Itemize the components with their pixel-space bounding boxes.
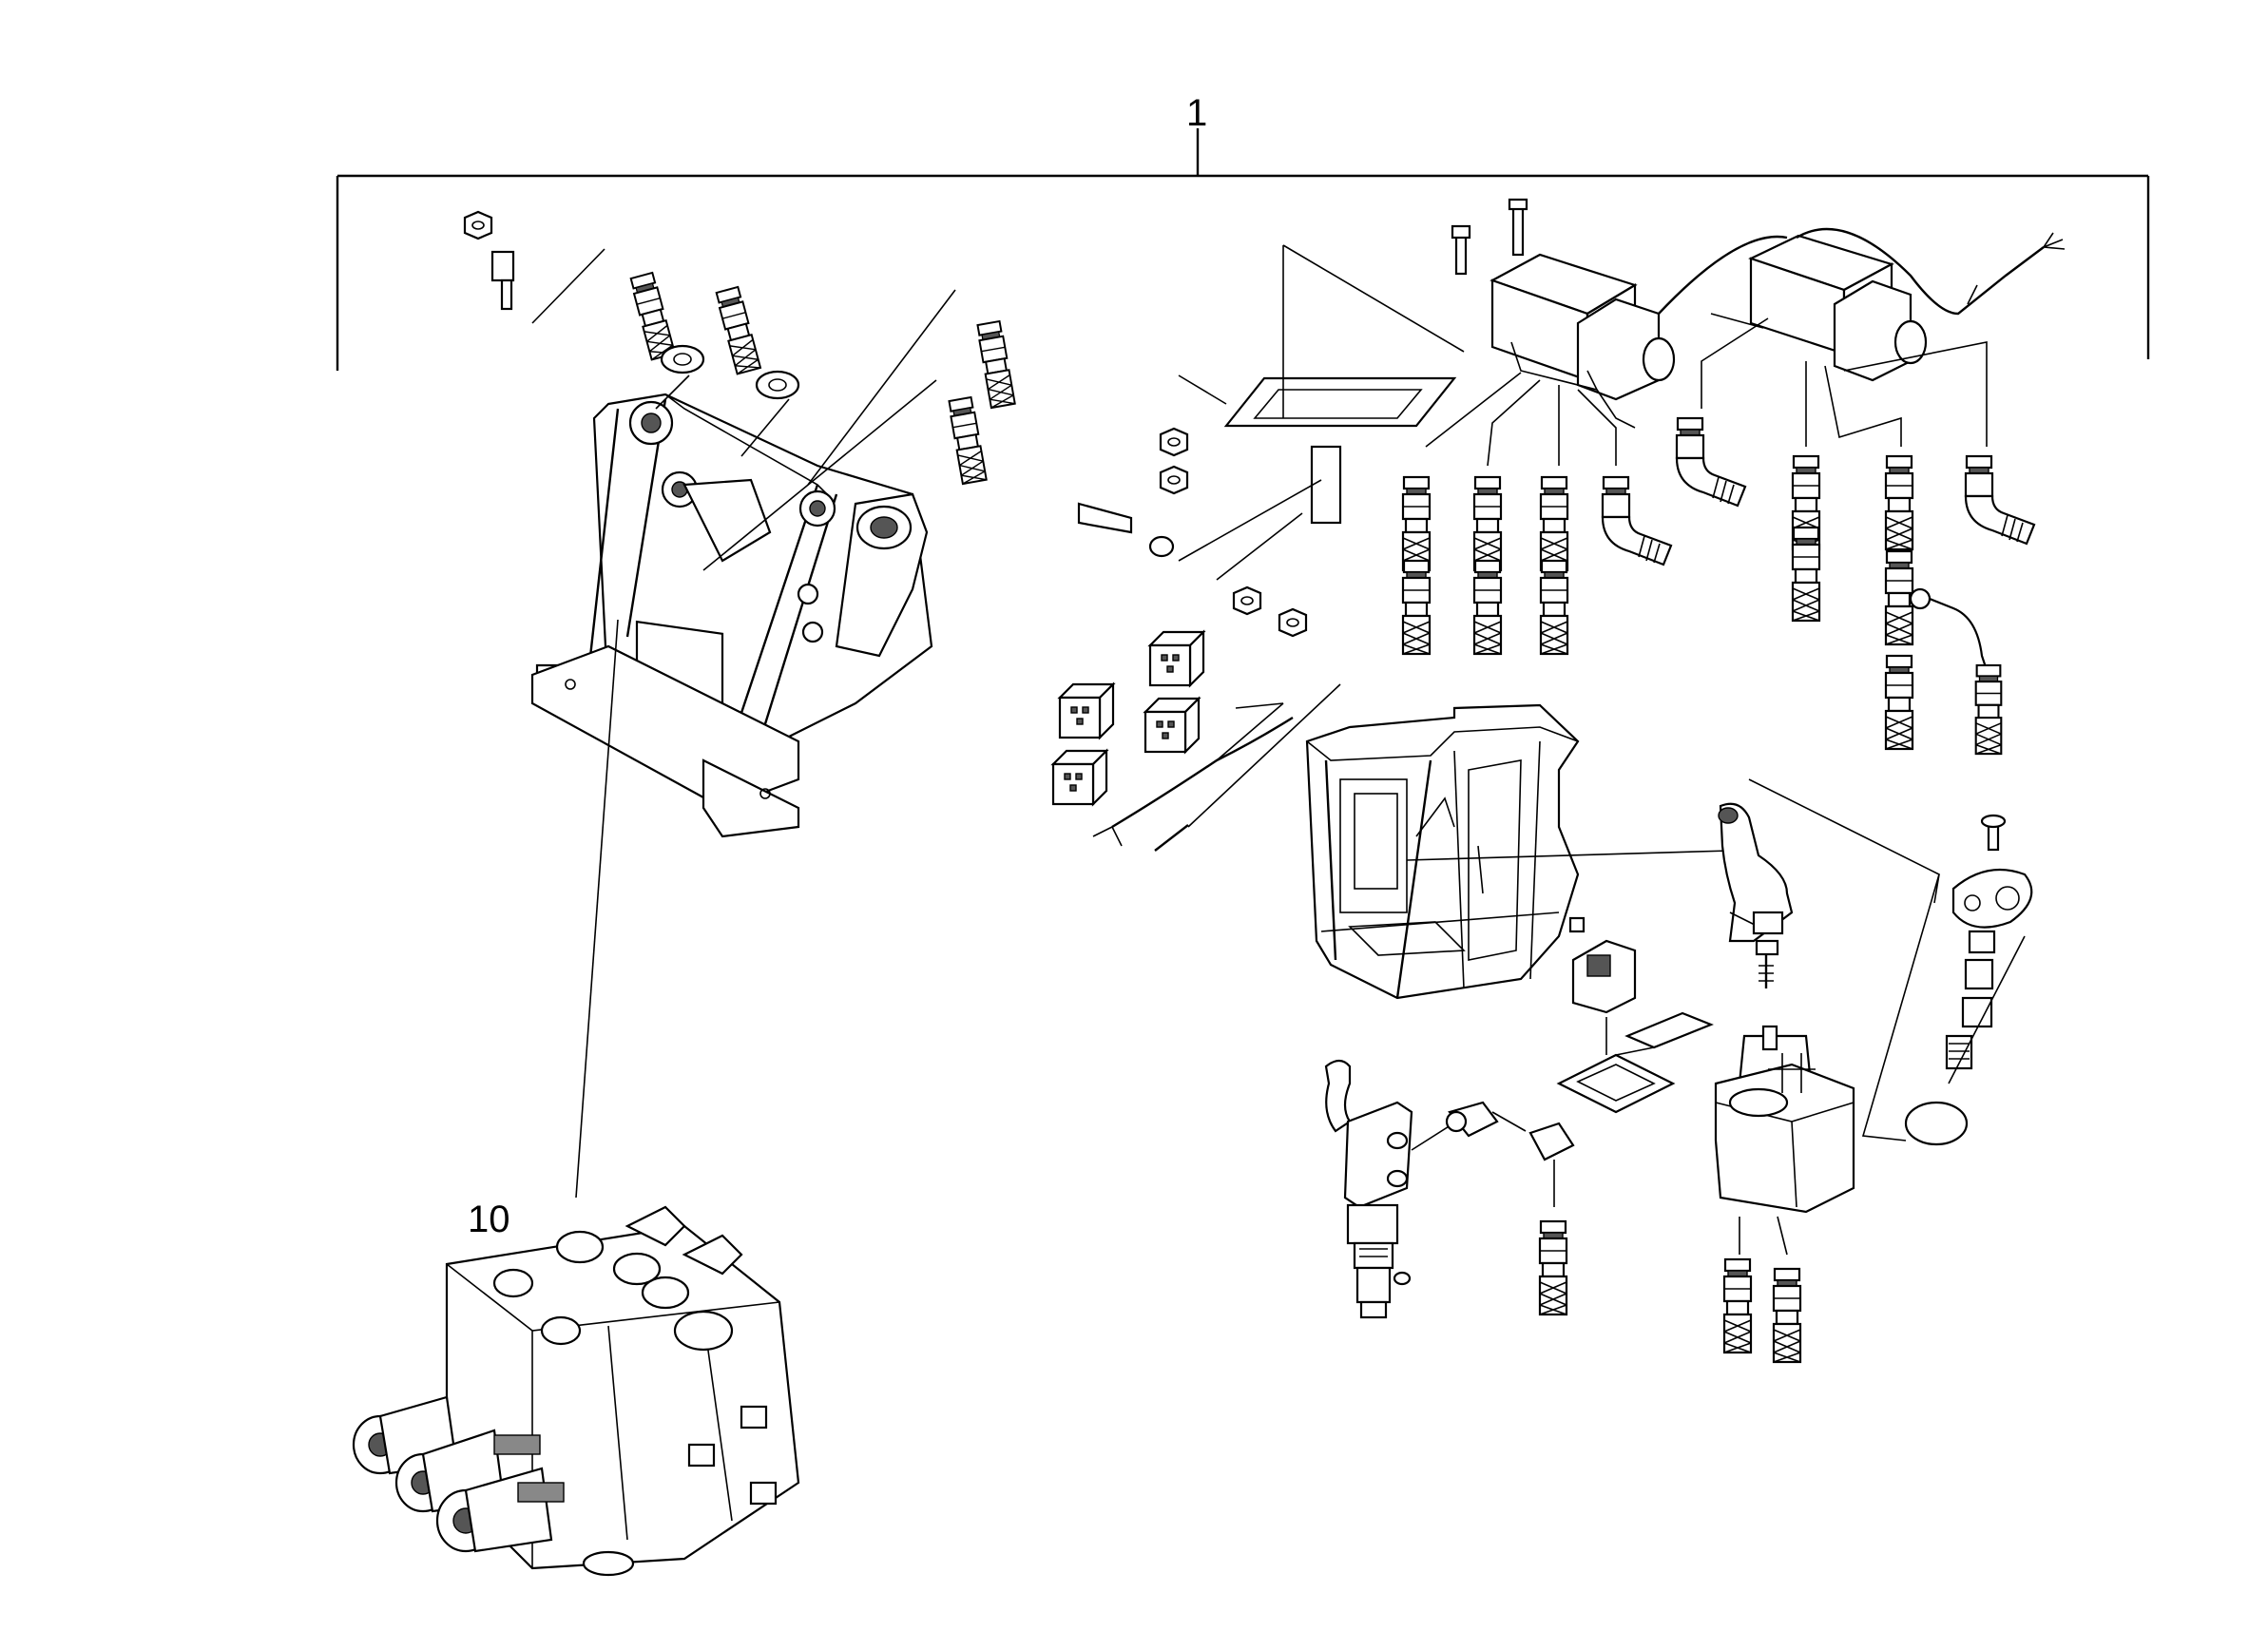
loader-frame (530, 393, 933, 838)
callout-10-label: 10 (468, 1199, 510, 1240)
priority-valve-hose (1538, 1219, 1568, 1316)
top-left-fittings (463, 210, 1016, 571)
joystick (1718, 778, 1940, 988)
assembly-bracket (336, 128, 2150, 371)
priority-valve (1324, 1059, 1575, 1319)
solenoid-valve-left (1451, 198, 1788, 401)
hydraulic-fittings-right (1401, 416, 2036, 756)
leader-line-10 (575, 619, 619, 1199)
solenoid-valve-right (1748, 227, 2066, 382)
relays (1051, 630, 1205, 806)
mounting-plate (1077, 244, 1465, 638)
pump-hoses (1722, 1257, 1802, 1364)
callout-1-label: 1 (1186, 92, 1207, 134)
operator-cab (1305, 703, 1731, 1000)
hydraulic-pump (1714, 1025, 1855, 1256)
switch-panel (1556, 916, 1714, 1114)
control-valve-block (352, 1205, 800, 1577)
sensor-kit (1861, 814, 2033, 1146)
valve-leaders (1425, 313, 1988, 467)
wiring-harness (1092, 683, 1341, 852)
